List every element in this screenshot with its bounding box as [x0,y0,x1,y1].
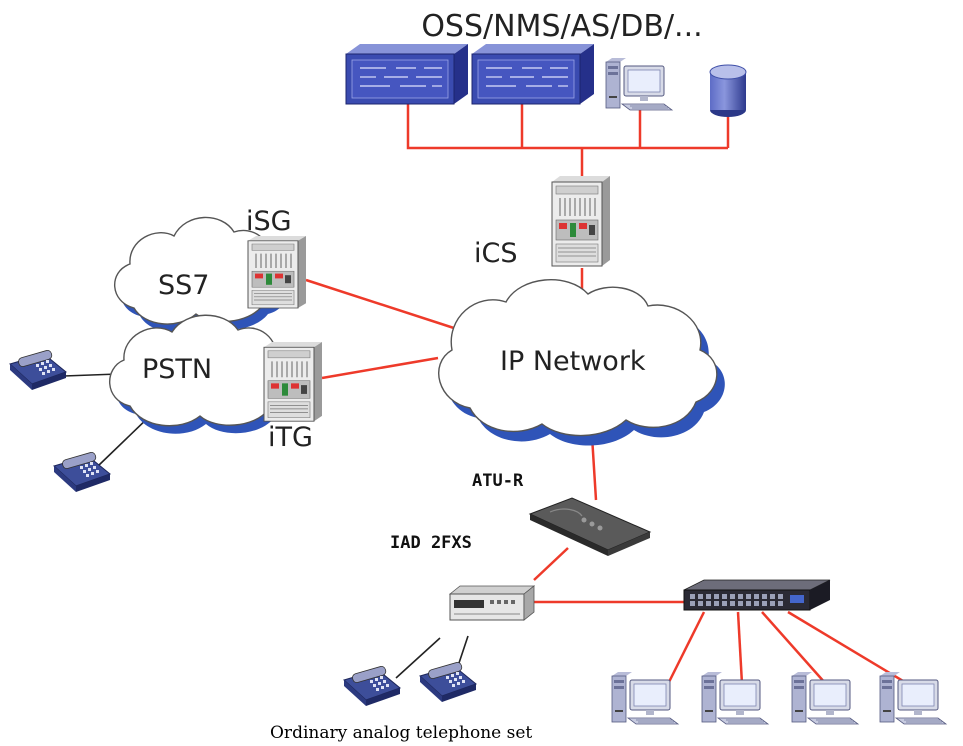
rack-server-icon [471,43,595,105]
ss7-label: SS7 [158,270,209,301]
cloud-icon [438,279,725,446]
telephone-icon [9,348,67,391]
network-links [305,100,909,686]
telephone-icon [53,450,111,493]
ethernet-switch-icon [683,579,831,611]
ip-network-label: IP Network [500,346,646,377]
telephone-icon [419,660,477,703]
itg-label: iTG [268,422,313,453]
pstn-label: PSTN [142,354,212,385]
desktop-computer-icon [879,671,947,725]
iad-box-icon [448,585,536,621]
desktop-computer-icon [791,671,859,725]
phones-caption: Ordinary analog telephone set [270,723,532,743]
desktop-computer-icon [701,671,769,725]
desktop-computer-icon [611,671,679,725]
desktop-computer-icon [605,57,673,111]
cloud-icon [114,216,289,333]
switch-cabinet-icon [551,175,611,267]
isg-label: iSG [246,206,292,237]
modem-icon [528,497,652,556]
rack-server-icon [345,43,469,105]
switch-cabinet-icon [247,235,307,309]
atu-r-label: ATU-R [472,471,524,491]
switch-cabinet-icon [263,341,323,422]
iad-label: IAD 2FXS [390,533,472,553]
cloud-icon [109,314,295,434]
telephone-icon [343,664,401,707]
ics-label: iCS [474,238,518,269]
top-group-label: OSS/NMS/AS/DB/... [421,9,702,44]
database-cylinder-icon [709,64,747,117]
